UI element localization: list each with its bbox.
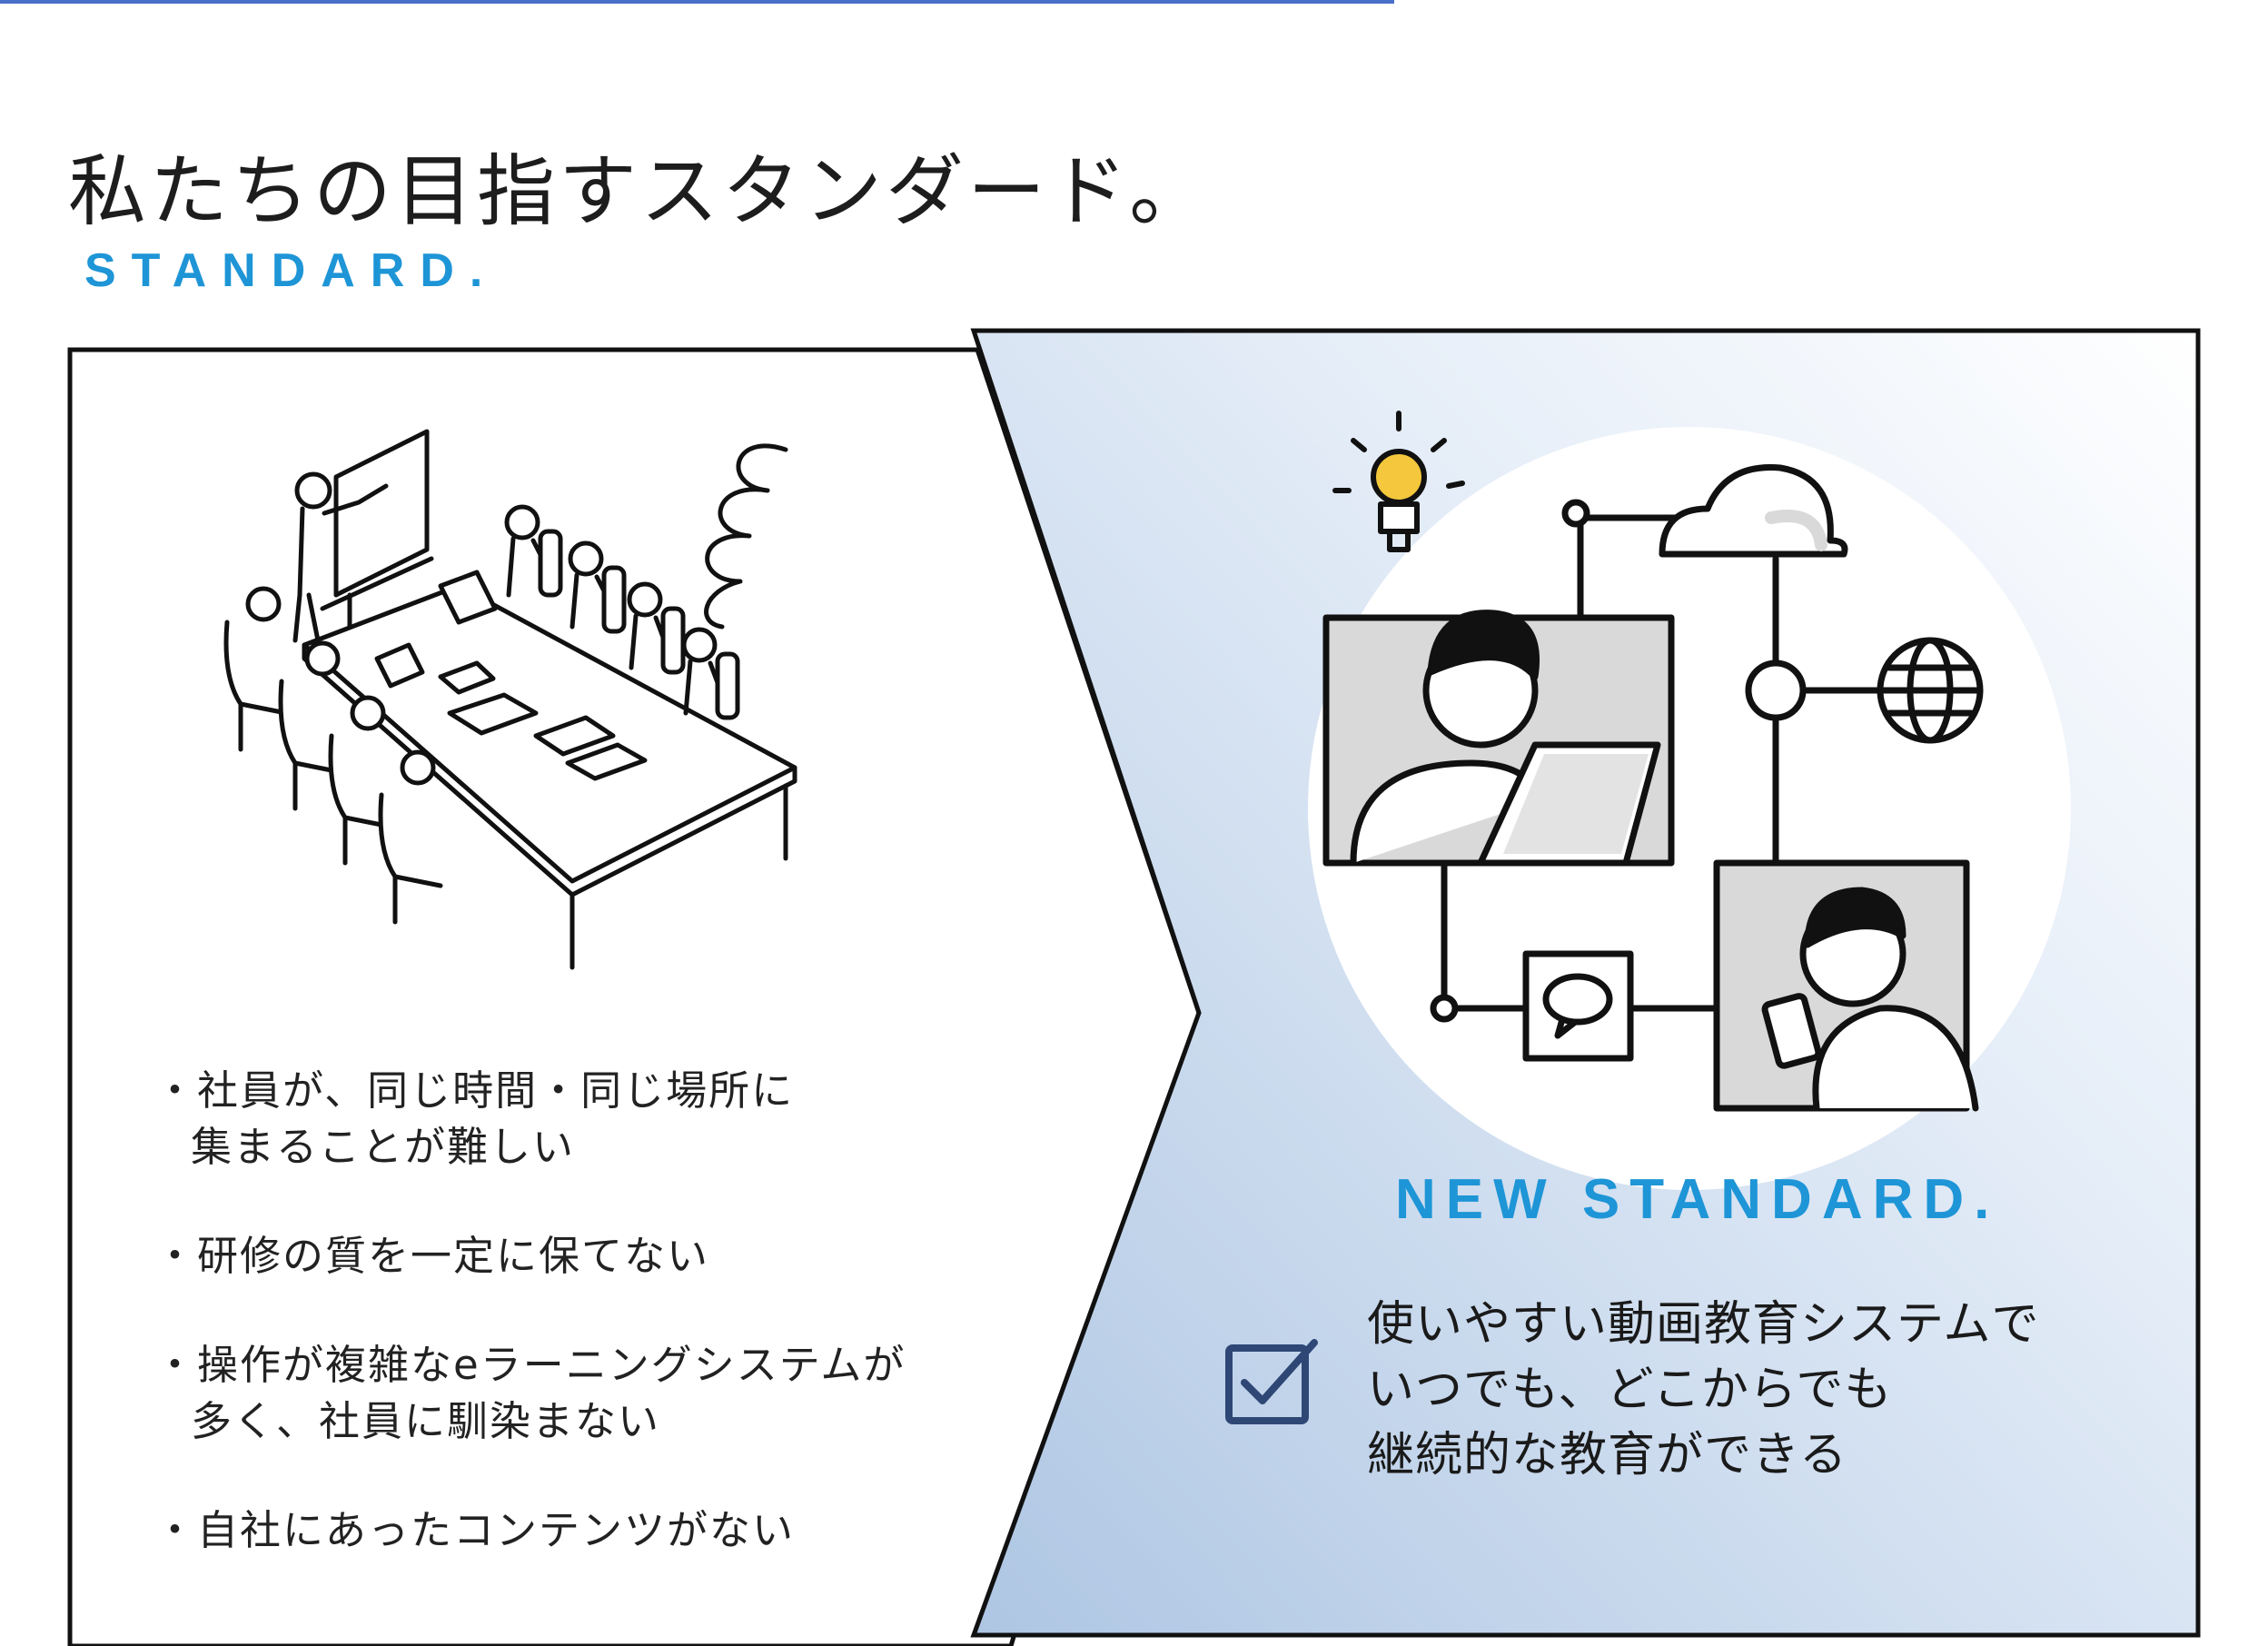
meeting-room-icon bbox=[223, 429, 797, 970]
solution-line: 使いやすい動画教育システムで bbox=[1367, 1297, 2040, 1352]
checkbox-checked-icon bbox=[1225, 1339, 1318, 1424]
problem-item-line1: 研修の質を一定に保てない bbox=[197, 1232, 710, 1280]
problem-item-line1: 自社にあったコンテンツがない bbox=[197, 1506, 796, 1554]
problem-item: 研修の質を一定に保てない bbox=[154, 1228, 972, 1284]
problem-item-line1: 操作が複雑なeラーニングシステムが bbox=[197, 1341, 906, 1389]
problem-item: 自社にあったコンテンツがない bbox=[154, 1502, 972, 1559]
online-learning-network-icon bbox=[1322, 411, 1984, 1112]
page-subtitle: STANDARD. bbox=[84, 244, 499, 297]
top-accent-line bbox=[0, 0, 1394, 4]
solution-line: 継続的な教育ができる bbox=[1367, 1428, 1847, 1482]
problem-item-line2: 集まることが難しい bbox=[191, 1123, 576, 1171]
solution-text: 使いやすい動画教育システムで いつでも、どこからでも 継続的な教育ができる bbox=[1367, 1292, 2184, 1488]
page-title: 私たちの目指すスタンダード。 bbox=[68, 146, 1212, 237]
solution-line: いつでも、どこからでも bbox=[1367, 1363, 1893, 1417]
problem-item-line1: 社員が、同じ時間・同じ場所に bbox=[197, 1066, 795, 1115]
new-standard-heading: NEW STANDARD. bbox=[1395, 1168, 2000, 1231]
problem-item-line2: 多く、社員に馴染まない bbox=[191, 1397, 661, 1445]
